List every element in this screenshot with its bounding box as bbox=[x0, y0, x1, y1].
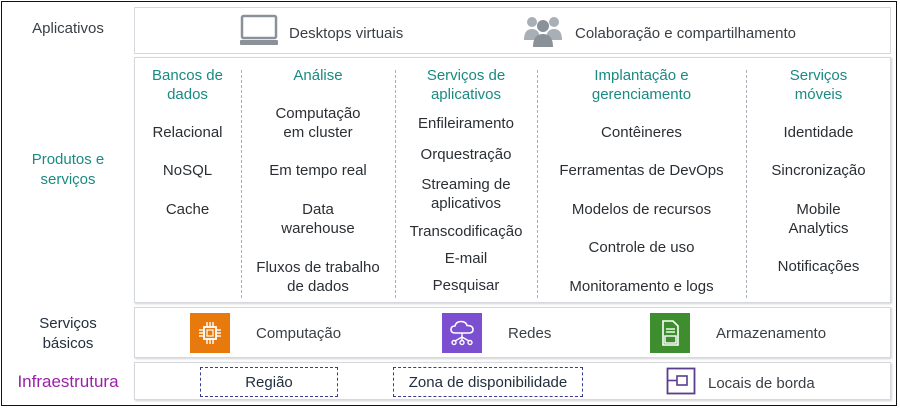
column-item: NoSQL bbox=[162, 162, 213, 179]
column-divider bbox=[241, 70, 242, 298]
availability-zone-label: Zona de disponibilidade bbox=[408, 373, 568, 391]
edge-locations: Locais de borda bbox=[666, 367, 815, 399]
column-item: Computação em cluster bbox=[275, 105, 361, 141]
column-item: Notificações bbox=[777, 258, 860, 275]
edge-location-label: Locais de borda bbox=[708, 374, 815, 392]
app-desktops-virtuais: Desktops virtuais bbox=[239, 14, 403, 52]
storage-icon bbox=[650, 313, 690, 353]
desktop-icon bbox=[239, 14, 279, 52]
column-item: Streaming de aplicativos bbox=[421, 176, 511, 212]
column-divider bbox=[537, 70, 538, 298]
service-computacao: Computação bbox=[190, 313, 341, 353]
column-implantacao-e-gerenciamento: Implantação e gerenciamento Contêineres … bbox=[538, 58, 745, 302]
column-item: Fluxos de trabalho de dados bbox=[256, 259, 380, 295]
column-divider bbox=[746, 70, 747, 298]
column-item: Orquestração bbox=[420, 146, 512, 163]
products-panel: Bancos de dados Relacional NoSQL Cache A… bbox=[134, 57, 891, 303]
service-label: Armazenamento bbox=[716, 324, 827, 342]
column-item: Relacional bbox=[152, 124, 223, 141]
availability-zone-box: Zona de disponibilidade bbox=[393, 367, 583, 397]
column-item: Enfileiramento bbox=[418, 115, 514, 132]
column-servicos-de-aplicativos: Serviços de aplicativos Enfileiramento O… bbox=[396, 58, 536, 302]
column-item: Identidade bbox=[783, 124, 854, 141]
app-colaboracao: Colaboração e compartilhamento bbox=[521, 14, 796, 52]
row-label-infrastructure: Infraestrutura bbox=[17, 372, 119, 391]
region-label: Região bbox=[245, 373, 293, 391]
column-item: Sincronização bbox=[771, 162, 866, 179]
column-bancos-de-dados: Bancos de dados Relacional NoSQL Cache bbox=[135, 58, 240, 302]
app-label: Desktops virtuais bbox=[289, 24, 404, 42]
column-title: Serviços móveis bbox=[789, 67, 848, 103]
row-label-products: Produtos e serviços bbox=[31, 151, 105, 188]
column-item: Mobile Analytics bbox=[788, 201, 849, 237]
chip-icon bbox=[190, 313, 230, 353]
column-item: Pesquisar bbox=[432, 277, 500, 294]
column-item: Data warehouse bbox=[281, 201, 355, 237]
people-group-icon bbox=[521, 14, 565, 52]
column-item: Modelos de recursos bbox=[571, 201, 712, 218]
edge-location-icon bbox=[666, 367, 696, 399]
column-item: Controle de uso bbox=[588, 239, 695, 256]
column-item: Transcodificação bbox=[409, 223, 523, 240]
app-label: Colaboração e compartilhamento bbox=[575, 24, 796, 42]
column-title: Serviços de aplicativos bbox=[426, 67, 506, 103]
applications-panel: Desktops virtuais Colaboração e comparti… bbox=[134, 7, 891, 54]
row-label-foundation: Serviços básicos bbox=[39, 315, 97, 352]
column-item: E-mail bbox=[444, 250, 488, 267]
column-item: Em tempo real bbox=[269, 162, 367, 179]
row-label-applications: Aplicativos bbox=[32, 20, 104, 37]
column-title: Análise bbox=[293, 67, 343, 84]
column-divider bbox=[395, 70, 396, 298]
column-title: Implantação e gerenciamento bbox=[591, 67, 692, 103]
infrastructure-panel: Região Zona de disponibilidade Locais de… bbox=[134, 362, 891, 400]
service-redes: Redes bbox=[442, 313, 551, 353]
service-label: Computação bbox=[256, 324, 342, 342]
column-item: Cache bbox=[165, 201, 210, 218]
service-label: Redes bbox=[508, 324, 552, 342]
column-item: Contêineres bbox=[601, 124, 682, 141]
column-title: Bancos de dados bbox=[152, 67, 223, 103]
column-analise: Análise Computação em cluster Em tempo r… bbox=[242, 58, 394, 302]
service-armazenamento: Armazenamento bbox=[650, 313, 826, 353]
cloud-network-icon bbox=[442, 313, 482, 353]
column-servicos-moveis: Serviços móveis Identidade Sincronização… bbox=[747, 58, 890, 302]
foundation-panel: Computação Redes Armazena bbox=[134, 307, 891, 358]
column-item: Monitoramento e logs bbox=[569, 278, 714, 295]
column-item: Ferramentas de DevOps bbox=[559, 162, 724, 179]
region-box: Região bbox=[200, 367, 338, 397]
